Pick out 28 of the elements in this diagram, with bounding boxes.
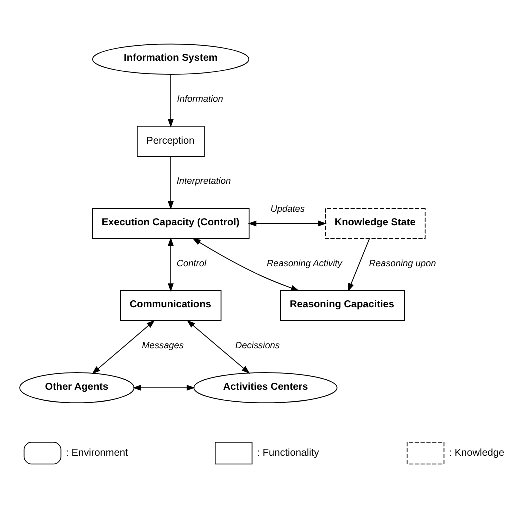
arrow — [168, 74, 174, 128]
node-box: Reasoning Capacities — [280, 290, 406, 321]
node-ellipse: Activities Centers — [194, 372, 338, 403]
arrow — [248, 220, 327, 226]
node-box: Perception — [137, 126, 205, 157]
arrow — [168, 156, 174, 210]
arrow — [168, 237, 174, 292]
edge-label: Updates — [270, 203, 306, 214]
edge-label: Interpretation — [176, 176, 232, 186]
edge-label: Decissions — [236, 340, 280, 350]
edge-label: Reasoning Activity — [266, 258, 342, 268]
node-ellipse: Other Agents — [20, 372, 135, 403]
legend-label: : Environment — [66, 447, 128, 458]
node-box: Knowledge State — [325, 208, 426, 239]
node-box: Execution Capacity (Control) — [92, 208, 250, 239]
edge-label: Information — [177, 94, 224, 104]
node-ellipse: Information System — [92, 43, 250, 74]
node-box: Communications — [120, 290, 222, 321]
edge-label: Reasoning upon — [369, 258, 436, 268]
edge-label: Control — [176, 258, 207, 268]
legend-label: : Knowledge — [449, 447, 505, 458]
legend-label: : Functionality — [257, 447, 320, 458]
arrow — [192, 238, 300, 291]
arrow — [92, 320, 156, 374]
arrow — [186, 320, 250, 374]
arrow — [132, 384, 196, 390]
edge-label: Messages — [142, 340, 184, 350]
arrow — [348, 238, 370, 292]
